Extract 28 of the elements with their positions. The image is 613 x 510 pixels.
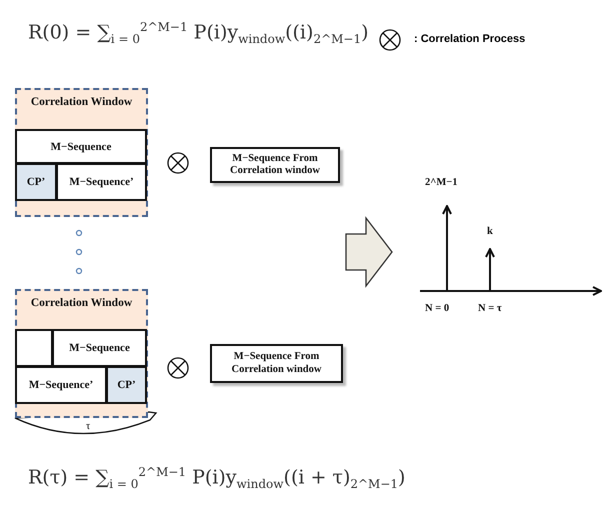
node-text: CP’ [117,379,136,391]
node-text: M−Sequence [69,342,130,354]
sequence-block [56,163,147,201]
correlation-window [15,289,148,418]
legend-text: : Correlation Process [414,33,526,45]
sequence-block [15,366,107,404]
sequence-block [15,129,147,164]
sequence-box [210,344,343,383]
correlation-formula: R(τ) = ∑$_{i = 0}$$^{2^M−1}$ P(i)y$_{window}$((i + τ)$_{2^M−1}$) [28,465,406,492]
axis-label: k [487,226,493,237]
sequence-block [106,366,147,404]
node-text: M−Sequence From Correlation window [230,351,322,376]
shift-label: τ [84,421,92,432]
node-text: CP’ [26,176,46,188]
window-title: Correlation Window [30,297,134,309]
axis-label: N = τ [478,303,502,314]
sequence-block [15,163,57,201]
sequence-box [210,147,340,183]
correlation-window [15,88,148,217]
axis-label: 2^M−1 [425,177,458,188]
node-text: M−Sequence’ [69,176,134,188]
correlation-formula: R(0) = ∑$_{i = 0}$$^{2^M−1}$ P(i)y$_{window}$((i)$_{2^M−1}$) [28,20,369,46]
axis-label: N = 0 [425,303,450,314]
node-text: M−Sequence’ [28,379,94,391]
node-text: M−Sequence From Correlation window [229,152,321,178]
node-text: M−Sequence [50,140,112,152]
window-title: Correlation Window [30,96,134,108]
sequence-block [52,329,147,367]
